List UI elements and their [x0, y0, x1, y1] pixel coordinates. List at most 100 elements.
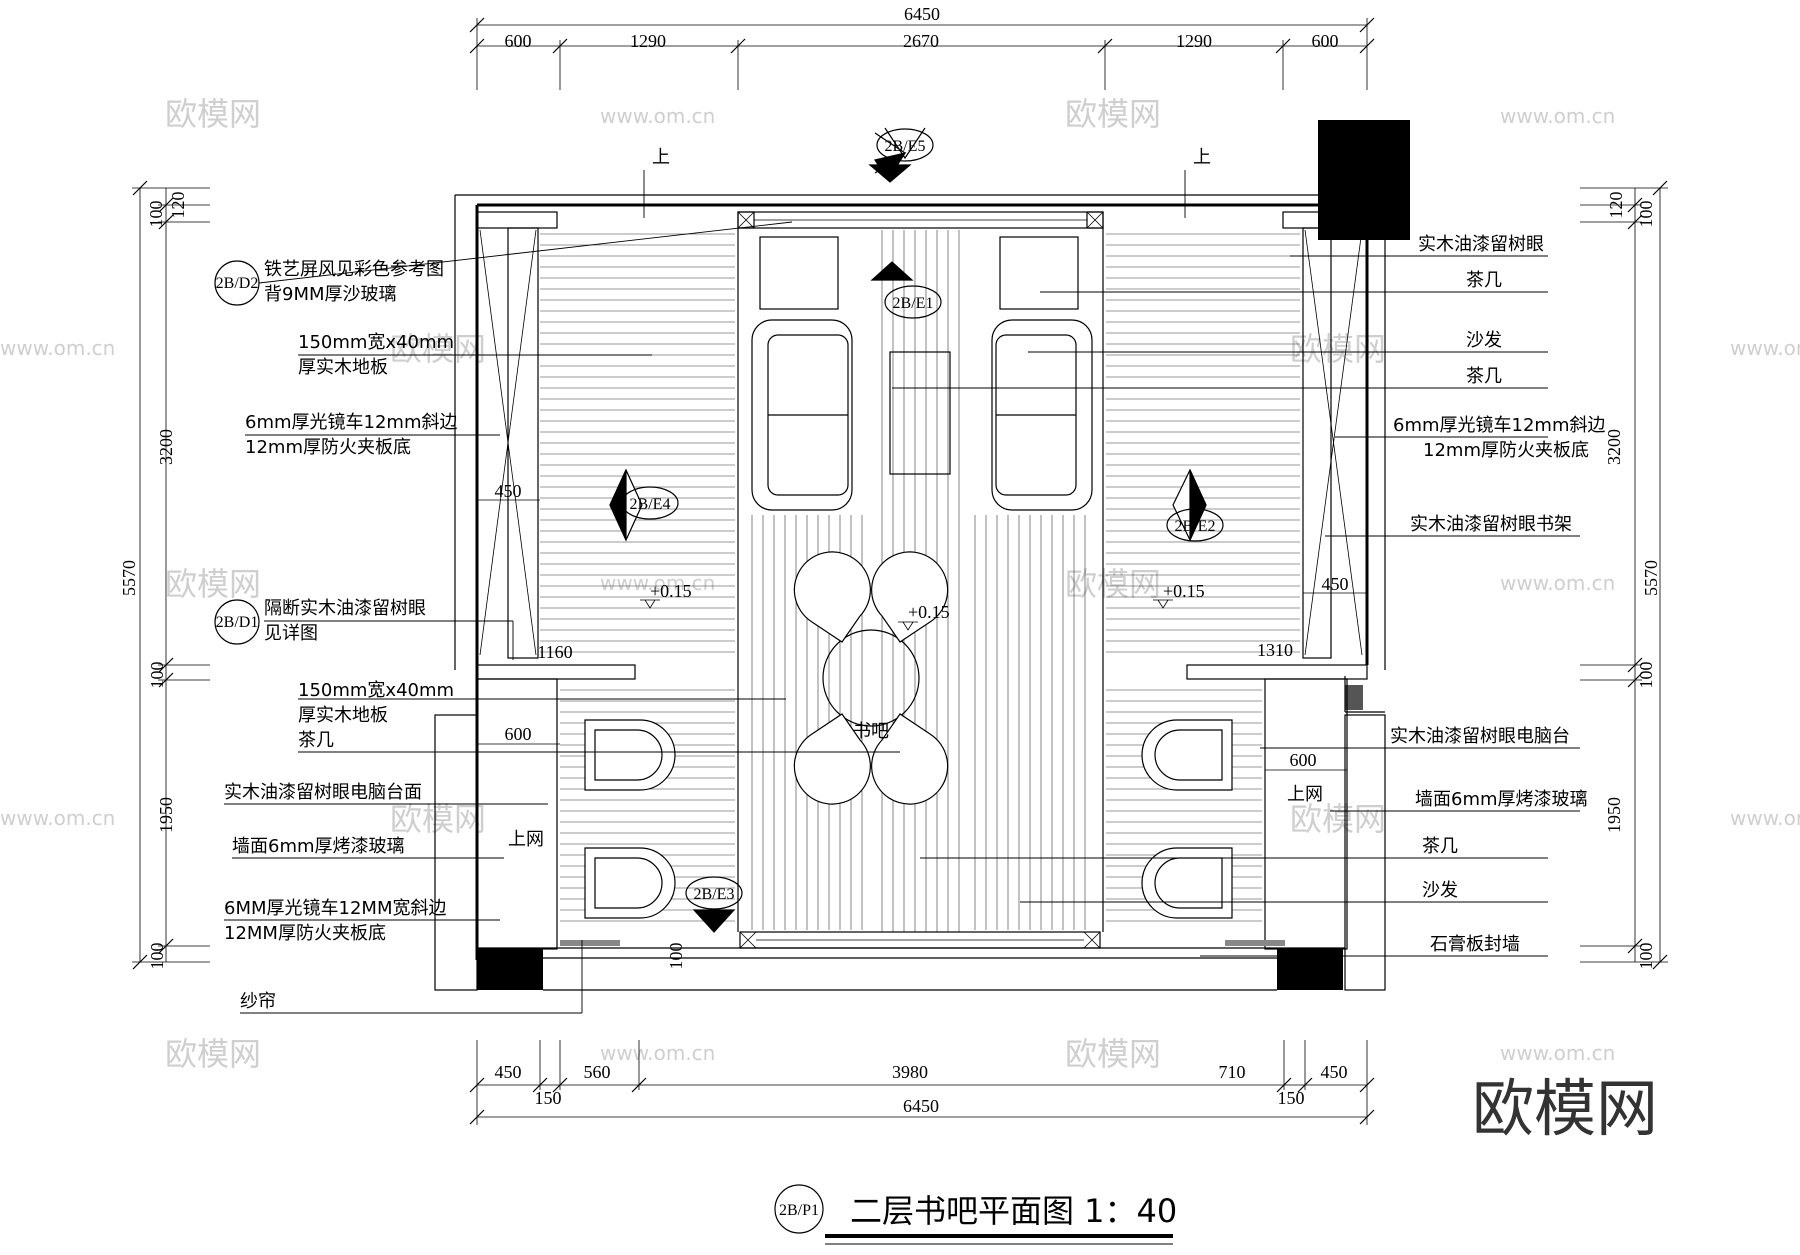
watermark-brand: 欧模网 [1065, 95, 1161, 133]
dim-top-seg: 2670 [903, 31, 939, 51]
note-line: 墙面6mm厚烤漆玻璃 [232, 836, 405, 857]
note-line: 沙发 [1422, 880, 1458, 901]
watermark-brand: 欧模网 [165, 95, 261, 133]
detail-tag: 2B/D1 [216, 614, 259, 631]
dim-right-seg: 100 [1636, 201, 1656, 228]
sheet-tag: 2B/P1 [779, 1202, 819, 1219]
dim-bottom-seg: 710 [1219, 1062, 1246, 1082]
dim-bottom-small: 150 [535, 1088, 562, 1108]
dim-inner: 600 [505, 724, 532, 744]
note-line: 厚实木地板 [298, 705, 388, 726]
elevation-tag-group: 2B/E5 2B/E1 2B/E4 2B/E2 2B/E3 [621, 128, 1224, 910]
room-label: 书吧 [853, 721, 889, 742]
note-line: 实木油漆留树眼电脑台 [1390, 726, 1570, 747]
note-line: 实木油漆留树眼 [1418, 234, 1544, 255]
note-line: 墙面6mm厚烤漆玻璃 [1415, 789, 1588, 810]
dim-bottom-small: 150 [1278, 1088, 1305, 1108]
note-line: 厚实木地板 [298, 357, 388, 378]
note-line: 150mm宽x40mm [298, 680, 454, 701]
iron-screen-partition [737, 211, 1104, 949]
watermark-url: www.om.cn [0, 336, 115, 360]
watermark-brand: 欧模网 [1065, 1035, 1161, 1073]
watermark-url: www.om.cn [0, 806, 115, 830]
inner-annotations: 上 上 +0.15 +0.15 +0.15 450 450 1160 1310 … [477, 147, 1367, 970]
dim-bottom-seg: 560 [584, 1062, 611, 1082]
curtain-hatch [1225, 940, 1285, 946]
watermark-url: www.om.cn [1500, 571, 1615, 595]
note-line: 背9MM厚沙玻璃 [264, 284, 397, 305]
dim-left-seg: 100 [147, 943, 167, 970]
internet-mark: 上网 [508, 829, 544, 850]
detail-tags: 2B/D2 2B/D1 [214, 260, 260, 645]
note-line: 茶几 [1466, 366, 1502, 387]
dim-left-seg: 100 [146, 201, 166, 228]
watermark-url: www.om.cn [600, 104, 715, 128]
column-bottom-left [477, 948, 543, 990]
dim-left-seg: 3200 [156, 429, 176, 465]
dim-right-seg: 100 [1636, 943, 1656, 970]
elevation-tag: 2B/E2 [1175, 518, 1216, 535]
drawing-title-block: 2B/P1 二层书吧平面图 1：40 [774, 1184, 1177, 1245]
curtain-hatch [560, 940, 620, 946]
watermark-url: www.om.cn [1730, 336, 1800, 360]
dim-right-total: 5570 [1641, 560, 1661, 596]
left-dimension-chain: 5570 100 120 3200 100 1950 100 [119, 180, 210, 970]
dim-left-seg: 100 [147, 662, 167, 689]
right-notes: 实木油漆留树眼 茶几 沙发 茶几 6mm厚光镜车12mm斜边 12mm厚防火夹板… [892, 234, 1606, 957]
watermark-brand: 欧模网 [165, 1035, 261, 1073]
drawing-title: 二层书吧平面图 1：40 [850, 1192, 1177, 1230]
dim-inner: 450 [1322, 574, 1349, 594]
note-line: 6mm厚光镜车12mm斜边 [1393, 415, 1606, 436]
dim-top-total: 6450 [904, 4, 940, 24]
watermark-url: www.om.cn [1730, 806, 1800, 830]
dim-inner: 100 [666, 943, 686, 970]
watermark-url: www.om.cn [600, 1041, 715, 1065]
bottom-dimension-chain: 450 560 3980 710 450 150 150 6450 [469, 1040, 1375, 1125]
level-mark: +0.15 [650, 581, 692, 601]
room-walls [434, 120, 1410, 991]
watermark-brand: 欧模网 [1065, 565, 1161, 603]
note-line: 6MM厚光镜车12MM宽斜边 [224, 898, 446, 919]
watermark-brand: 欧模网 [1290, 330, 1386, 368]
note-line: 茶几 [1466, 270, 1502, 291]
note-line: 铁艺屏风见彩色参考图 [264, 259, 444, 280]
note-line: 12MM厚防火夹板底 [224, 923, 386, 944]
watermark-url: www.om.cn [1500, 1041, 1615, 1065]
round-reading-table: 书吧 [793, 551, 949, 805]
dim-inner: 1160 [537, 642, 572, 662]
dim-bottom-seg: 450 [1321, 1062, 1348, 1082]
note-line: 沙发 [1466, 330, 1502, 351]
dim-top-seg: 1290 [630, 31, 666, 51]
stair-mark: 上 [1193, 147, 1211, 168]
note-line: 茶几 [1422, 836, 1458, 857]
internet-mark: 上网 [1287, 784, 1323, 805]
elevation-markers [609, 127, 1207, 933]
dim-bottom-total: 6450 [903, 1096, 939, 1116]
level-mark: +0.15 [908, 602, 950, 622]
desk-chairs [584, 719, 1233, 919]
stair-mark: 上 [652, 147, 670, 168]
detail-tag: 2B/D2 [216, 275, 259, 292]
dim-top-seg: 1290 [1176, 31, 1212, 51]
note-line: 12mm厚防火夹板底 [1423, 440, 1589, 461]
column-bottom-right [1277, 948, 1343, 990]
watermark-brand: 欧模网 [390, 800, 486, 838]
dim-top-seg: 600 [505, 31, 532, 51]
note-line: 实木油漆留树眼电脑台面 [224, 782, 422, 803]
corner-logo-watermark: 欧模网 [1472, 1072, 1658, 1145]
left-notes: 铁艺屏风见彩色参考图 背9MM厚沙玻璃 150mm宽x40mm 厚实木地板 6m… [224, 221, 900, 1014]
dim-right-seg: 100 [1636, 662, 1656, 689]
watermark-brand: 欧模网 [165, 565, 261, 603]
elevation-tag: 2B/E4 [630, 496, 671, 513]
column-top-right [1318, 120, 1410, 240]
note-line: 实木油漆留树眼书架 [1410, 514, 1572, 535]
elevation-tag: 2B/E1 [893, 295, 934, 312]
dim-left-total: 5570 [119, 560, 139, 596]
note-line: 12mm厚防火夹板底 [245, 437, 411, 458]
note-line: 150mm宽x40mm [298, 332, 454, 353]
top-dimension-chain: 6450 600 1290 2670 1290 600 [469, 4, 1375, 90]
note-line: 隔断实木油漆留树眼 [264, 598, 426, 619]
watermark-layer: 欧模网 www.om.cn 欧模网 www.om.cn www.om.cn 欧模… [0, 95, 1800, 1073]
sofa-set [751, 236, 1093, 511]
